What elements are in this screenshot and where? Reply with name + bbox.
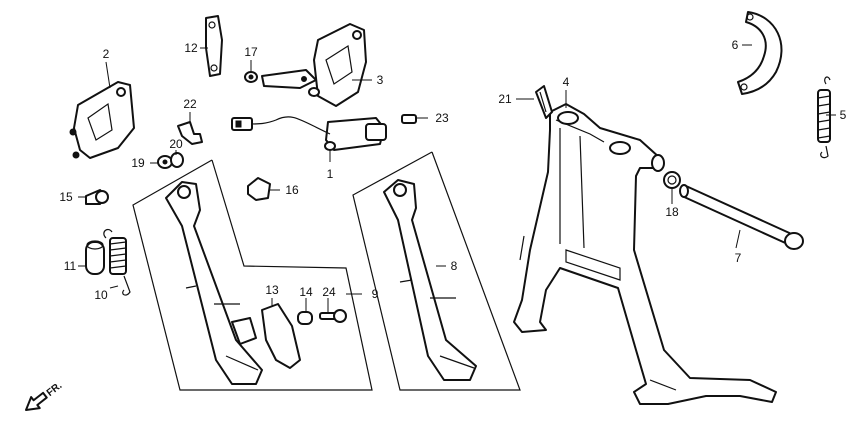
sidestand-group-outline xyxy=(132,159,373,391)
part-11-collar xyxy=(85,240,105,275)
callout-4: 4 xyxy=(563,75,570,89)
callout-14: 14 xyxy=(299,285,313,299)
callout-10: 10 xyxy=(94,288,108,302)
callout-17: 17 xyxy=(244,45,258,59)
callout-7: 7 xyxy=(735,251,742,265)
part-20-washer xyxy=(170,152,184,168)
callout-24: 24 xyxy=(322,285,336,299)
callout-9: 9 xyxy=(372,287,379,301)
part-15-bolt xyxy=(85,189,109,205)
part-7-pivot-shaft xyxy=(679,184,804,250)
callout-18: 18 xyxy=(665,205,679,219)
callout-8: 8 xyxy=(451,259,458,273)
part-6-plate xyxy=(737,11,783,95)
part-14-cap xyxy=(297,311,313,325)
part-23-bolt xyxy=(401,114,417,124)
part-2-bracket xyxy=(69,81,135,159)
part-9-side-stand xyxy=(165,181,263,385)
part-24-bolt xyxy=(319,309,347,323)
part-13-bracket xyxy=(261,303,301,369)
part-3-bracket xyxy=(261,23,367,107)
callout-numbers: 1 2 3 4 5 6 7 8 9 10 11 12 13 14 15 16 1… xyxy=(59,38,846,302)
part-12-plate xyxy=(205,15,223,77)
front-direction-label: FR. xyxy=(45,380,65,399)
callout-15: 15 xyxy=(59,190,73,204)
callout-3: 3 xyxy=(377,73,384,87)
part-8-side-stand xyxy=(383,179,477,381)
part-19-washer xyxy=(157,155,173,169)
part-16-nut xyxy=(247,177,271,201)
callout-11: 11 xyxy=(64,259,77,273)
part-5-spring xyxy=(817,76,831,159)
part-17-nut xyxy=(244,71,258,83)
callout-12: 12 xyxy=(184,41,198,55)
part-10-spring xyxy=(103,228,131,296)
callout-22: 22 xyxy=(183,97,197,111)
callout-23: 23 xyxy=(435,111,449,125)
callout-1: 1 xyxy=(327,167,334,181)
callout-20: 20 xyxy=(169,137,183,151)
callout-6: 6 xyxy=(732,38,739,52)
callout-5: 5 xyxy=(840,108,847,122)
part-1-switch xyxy=(231,116,387,151)
front-direction-arrow: FR. xyxy=(25,380,65,411)
callout-13: 13 xyxy=(265,283,279,297)
leader-lines xyxy=(78,44,836,313)
callout-2: 2 xyxy=(103,47,110,61)
part-22-bolt xyxy=(177,121,203,145)
part-18-collar xyxy=(663,171,681,189)
part-4-main-stand xyxy=(513,103,777,405)
callout-19: 19 xyxy=(131,156,145,170)
front-arrow-icon xyxy=(25,391,48,411)
sidestand-8-group-outline xyxy=(352,151,521,391)
callout-16: 16 xyxy=(285,183,299,197)
part-21-cotter-pin xyxy=(535,85,553,119)
callout-21: 21 xyxy=(498,92,512,106)
